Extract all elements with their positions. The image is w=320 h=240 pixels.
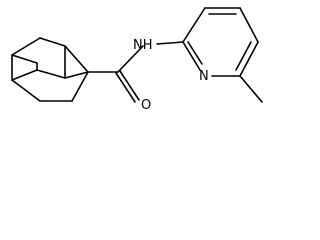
ring-nitrogen-label: N xyxy=(199,69,209,84)
carbonyl-double-bond-a xyxy=(115,72,136,103)
cage-bond xyxy=(64,45,89,73)
nh-to-ring-bond xyxy=(156,41,184,45)
cage-bond xyxy=(71,71,89,102)
ring-bond xyxy=(182,7,206,43)
cage-bond xyxy=(64,71,89,79)
ring-bond xyxy=(239,41,259,77)
methyl-bond xyxy=(239,75,263,103)
carbonyl-oxygen-label: O xyxy=(141,98,151,113)
cage-bond xyxy=(11,69,38,81)
pyridine-ring xyxy=(182,7,263,103)
cage-bond xyxy=(39,37,66,47)
ring-inner-double-bond xyxy=(187,41,203,65)
cage-bond xyxy=(36,69,66,79)
ring-inner-double-bond xyxy=(235,41,252,71)
cage-bond xyxy=(11,54,38,64)
ring-bond xyxy=(182,41,201,71)
atom-labels: NH O N xyxy=(133,38,209,113)
carbonyl-double-bond-b xyxy=(119,70,140,101)
amide-group xyxy=(87,41,184,103)
structure-diagram: NH O N xyxy=(11,7,263,113)
adamantane-cage xyxy=(11,37,89,102)
cage-bond xyxy=(11,79,41,102)
ring-bond xyxy=(239,7,259,43)
cage-bond xyxy=(11,37,41,56)
carbonyl-to-nh-bond xyxy=(117,45,144,73)
amide-nh-label: NH xyxy=(133,38,153,53)
